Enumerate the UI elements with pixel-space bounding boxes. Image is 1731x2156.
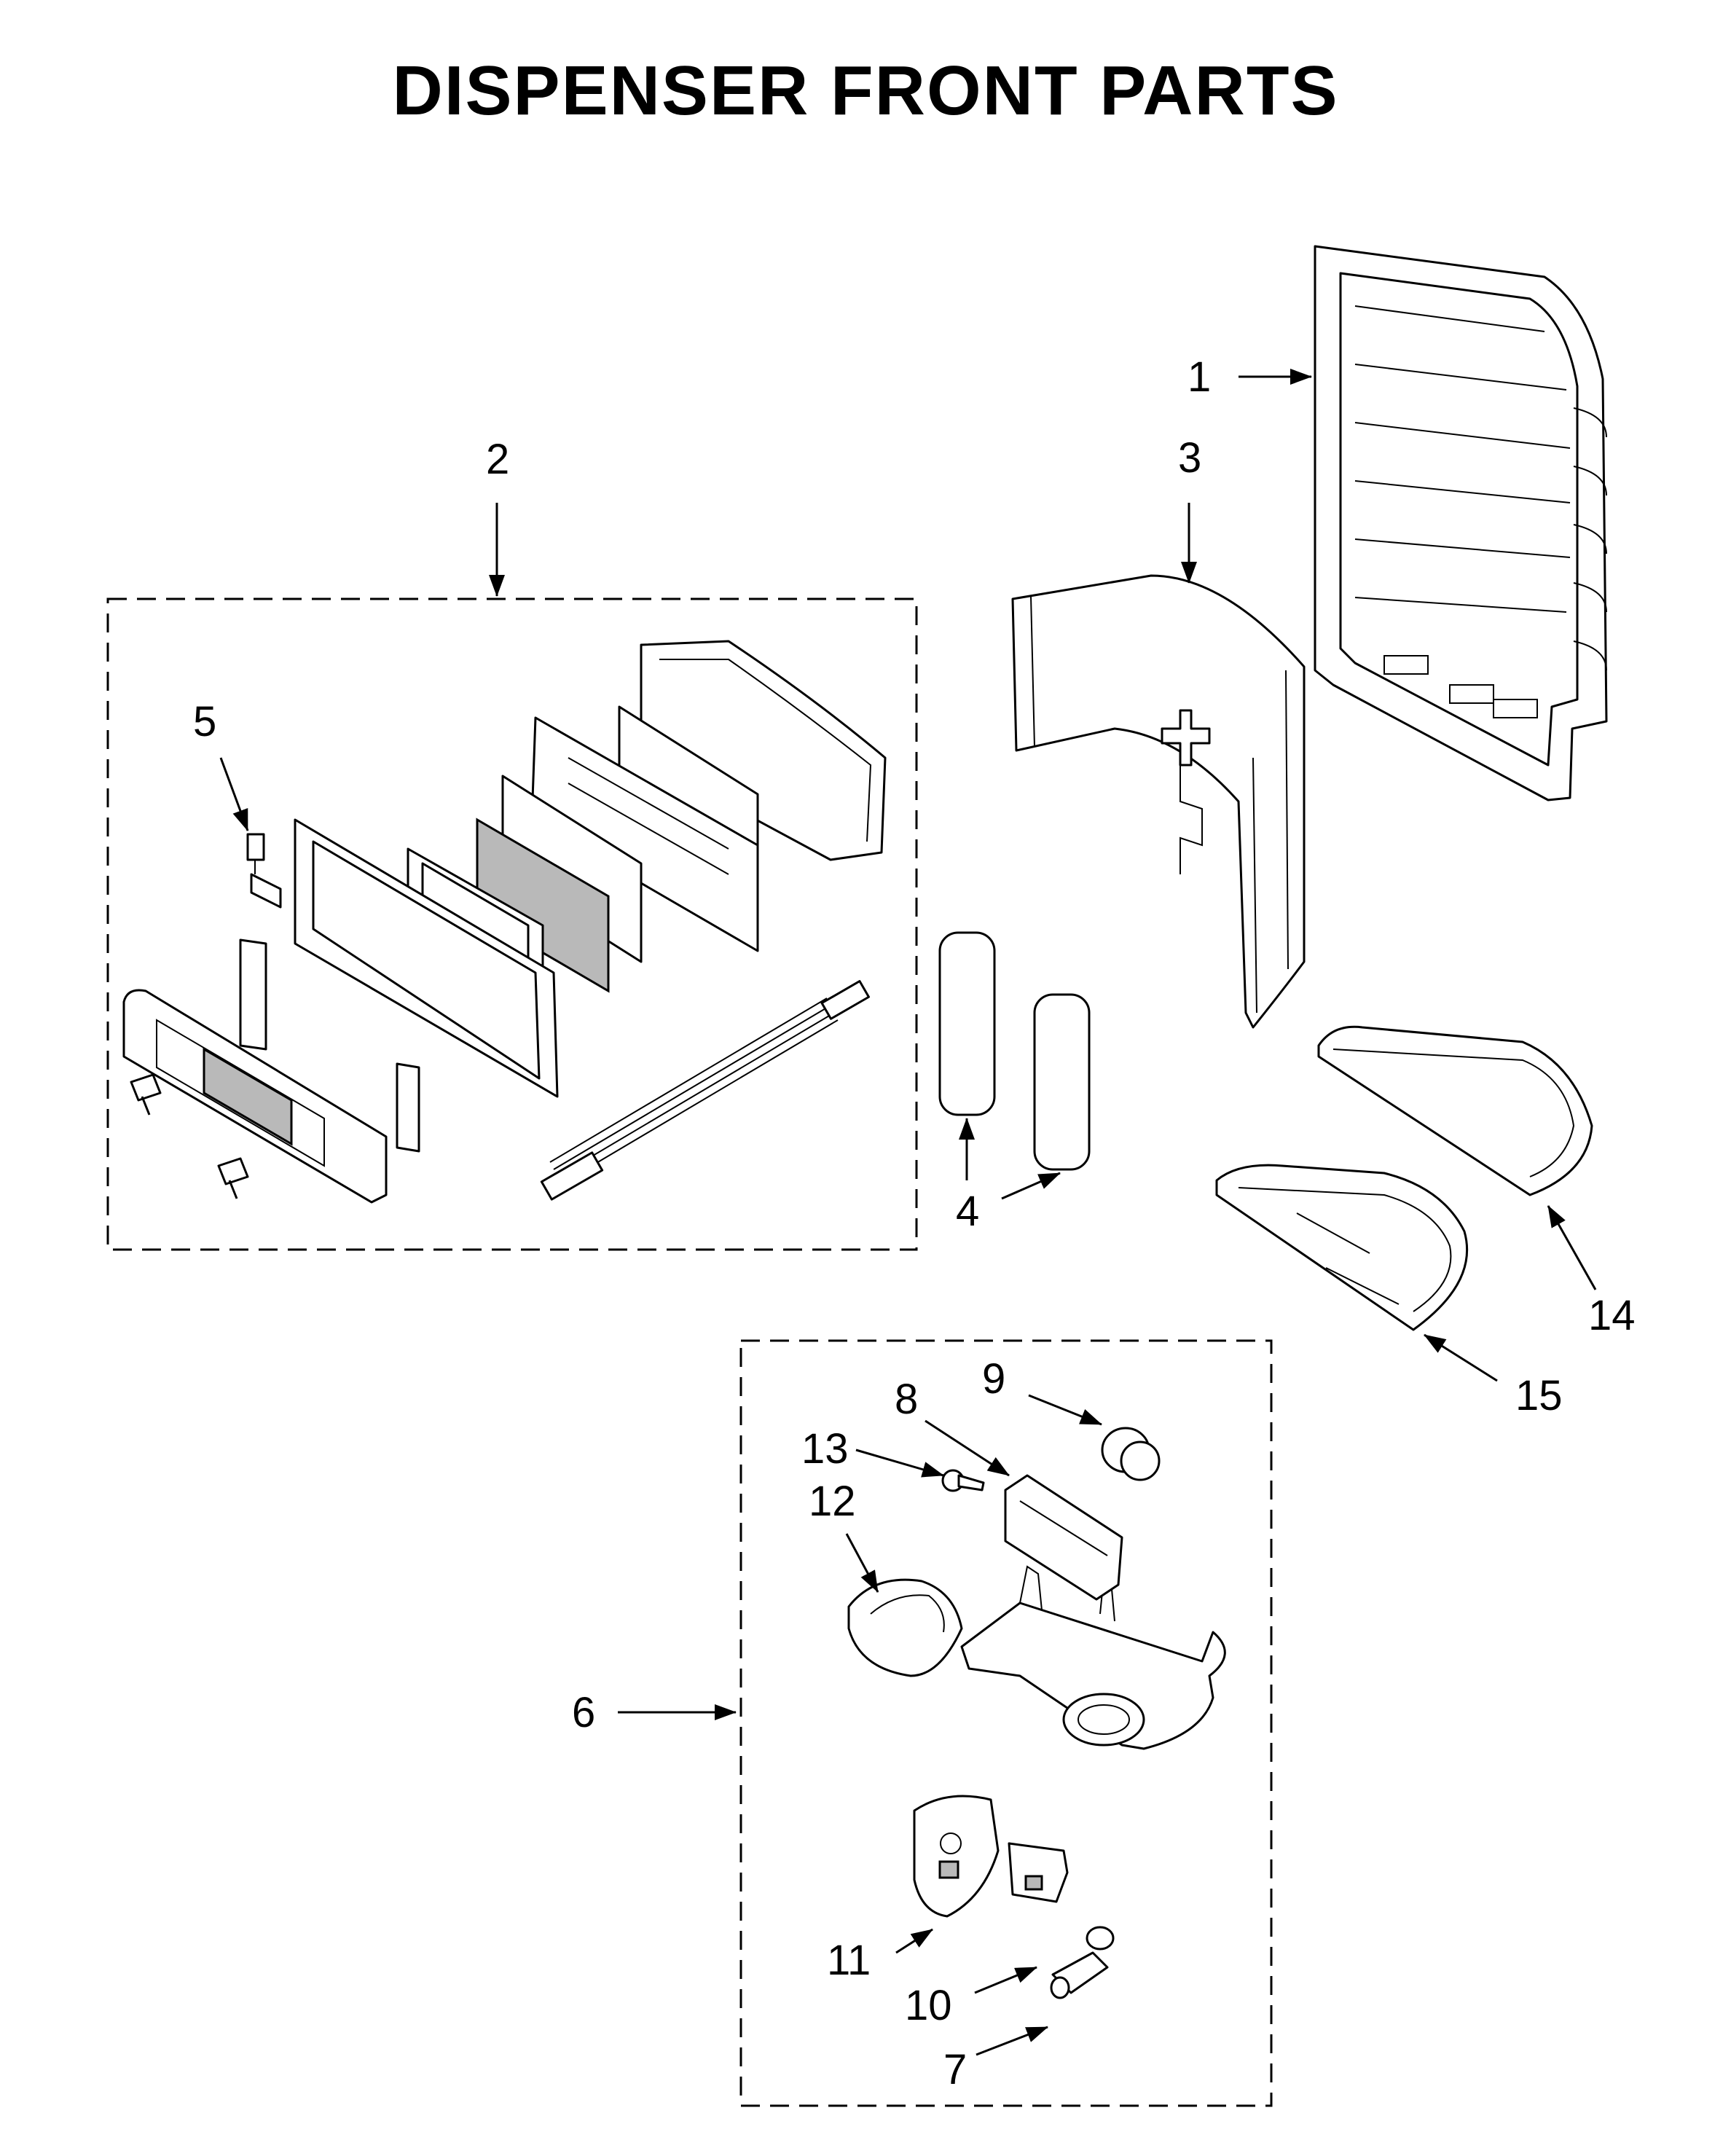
callout-7: 7 — [943, 2046, 967, 2093]
leader-13 — [855, 1449, 944, 1478]
leader-10 — [974, 1966, 1037, 1994]
diagram-title: DISPENSER FRONT PARTS — [392, 52, 1339, 130]
part-4-paddles — [938, 931, 1091, 1171]
callout-13: 13 — [801, 1425, 849, 1473]
leader-4b — [1001, 1172, 1061, 1200]
leader-11 — [895, 1928, 933, 1954]
leader-5 — [219, 757, 249, 831]
leader-9 — [1028, 1394, 1102, 1426]
leader-12 — [845, 1533, 879, 1593]
part-2-control-assembly — [122, 640, 887, 1204]
leader-14 — [1547, 1205, 1597, 1290]
callout-11: 11 — [827, 1937, 871, 1984]
callout-14: 14 — [1588, 1292, 1636, 1339]
part-10-switch — [1008, 1842, 1069, 1903]
callout-15: 15 — [1515, 1372, 1563, 1419]
part-12-funnel — [847, 1578, 963, 1677]
part-5-connector — [246, 833, 282, 909]
part-1-housing-frame — [1314, 245, 1608, 801]
part-15-tray-base — [1215, 1164, 1469, 1331]
part-13-screw — [941, 1469, 985, 1492]
leader-7 — [976, 2026, 1048, 2056]
group-box-dispenser-housing — [739, 1339, 1273, 2107]
callout-8: 8 — [895, 1376, 918, 1423]
callout-9: 9 — [982, 1355, 1005, 1403]
part-14-drip-tray — [1317, 1025, 1593, 1196]
part-9-knob — [1101, 1427, 1161, 1481]
callout-1: 1 — [1188, 353, 1211, 401]
callout-10: 10 — [905, 1982, 952, 2029]
part-11-front-cover — [913, 1795, 1000, 1918]
leader-15 — [1424, 1333, 1498, 1382]
callout-2: 2 — [486, 436, 509, 483]
callout-3: 3 — [1178, 434, 1201, 482]
callout-6: 6 — [572, 1689, 595, 1736]
callout-12: 12 — [809, 1478, 856, 1525]
leader-8 — [925, 1419, 1010, 1477]
part-3-curved-panel — [1011, 574, 1306, 1029]
callout-5: 5 — [193, 698, 216, 745]
part-7-spout — [1050, 1926, 1115, 1999]
callout-4: 4 — [956, 1188, 979, 1235]
part-8-bracket — [1004, 1474, 1123, 1601]
